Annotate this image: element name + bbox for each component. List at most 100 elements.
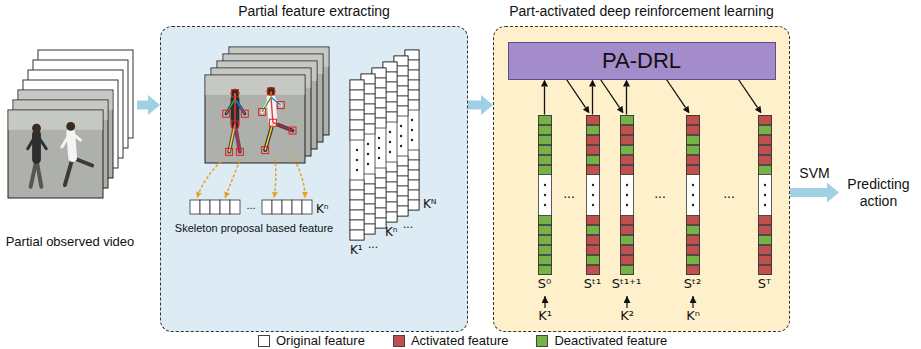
step-arrow — [544, 87, 545, 115]
state-cell — [538, 135, 551, 144]
ellipsis-dot — [763, 203, 765, 205]
skeleton-proposal — [236, 148, 243, 155]
ellipsis-dot — [411, 129, 413, 131]
vector-symbol: Kⁿ — [316, 203, 329, 216]
ellipsis-dot — [356, 169, 358, 171]
extraction-arrow — [197, 158, 225, 198]
state-column — [758, 115, 771, 274]
state-column — [620, 115, 633, 274]
ellipsis-dot — [591, 203, 593, 205]
legend-text: Deactivated feature — [554, 333, 667, 348]
frame-photo — [205, 75, 305, 163]
skeleton-proposal — [223, 110, 230, 117]
extraction-arrow — [225, 160, 240, 198]
state-cell — [586, 115, 599, 124]
state-cell — [758, 165, 771, 174]
state-cell — [686, 135, 699, 144]
state-cell — [586, 155, 599, 164]
stage-panel: Part-activated deep reinforcement learni… — [493, 26, 790, 332]
step-arrow — [567, 80, 586, 108]
ellipsis-dot — [367, 143, 369, 145]
person-arms — [28, 134, 47, 149]
state-cell — [758, 235, 771, 244]
annotation: Skeleton proposal based feature — [175, 222, 333, 234]
state-label: Sᵗ² — [684, 277, 701, 292]
state-cell — [538, 215, 551, 224]
ellipsis-dot — [367, 163, 369, 165]
skeleton-proposal — [268, 88, 275, 95]
vector-symbol: Kⁿ — [686, 309, 700, 323]
ellipsis-dot — [691, 193, 693, 195]
state-cell — [758, 255, 771, 264]
state-cell — [586, 125, 599, 134]
feature-cell — [220, 200, 230, 214]
vector-symbol: Kⁿ — [385, 226, 398, 239]
skeleton-proposal — [226, 148, 233, 155]
skeleton-proposal — [269, 119, 276, 126]
state-cell — [686, 155, 699, 164]
ellipsis-dot — [378, 147, 380, 149]
feature-cell — [350, 130, 364, 140]
step-arrow — [626, 87, 627, 115]
state-label: S⁰ — [538, 277, 551, 292]
state-cell — [620, 245, 633, 254]
state-cell — [758, 265, 771, 274]
feature-cell — [230, 200, 240, 214]
state-cells — [758, 115, 772, 275]
state-cell — [686, 215, 699, 224]
state-cell — [538, 265, 551, 274]
feature-cell — [262, 200, 272, 214]
panel-title: Part-activated deep reinforcement learni… — [509, 3, 774, 19]
state-label: Sᵗ¹⁺¹ — [612, 277, 641, 292]
state-cell — [586, 215, 599, 224]
skeleton-proposal — [232, 121, 239, 128]
feature-cell — [200, 200, 210, 214]
state-cell — [586, 245, 599, 254]
skeleton-proposal — [232, 90, 239, 97]
ellipsis-dot — [691, 183, 693, 185]
skeleton-bone — [234, 93, 235, 99]
legend-item: Activated feature — [393, 333, 509, 348]
vector-symbol: K¹ — [538, 309, 552, 323]
ellipsis-dot — [400, 145, 402, 147]
ellipsis-dot — [389, 131, 391, 133]
annotation: ... — [723, 186, 735, 201]
panel-title: Partial feature extracting — [238, 3, 390, 19]
ellipsis-dot — [378, 157, 380, 159]
state-cell — [538, 115, 551, 124]
skeleton-proposal — [277, 102, 284, 109]
state-cell — [586, 145, 599, 154]
state-column — [538, 115, 551, 274]
node-label: Predicting action — [839, 176, 918, 208]
ellipsis-dot — [543, 183, 545, 185]
feature-cell — [350, 80, 364, 90]
person-arms — [62, 132, 81, 147]
state-cell — [686, 165, 699, 174]
state-cell — [586, 225, 599, 234]
skeleton-proposal — [241, 110, 248, 117]
state-cell — [538, 235, 551, 244]
legend: Original featureActivated featureDeactiv… — [258, 333, 667, 348]
stage-panel: Partial feature extracting — [160, 26, 468, 332]
state-cell — [758, 125, 771, 134]
state-cell — [620, 165, 633, 174]
input-arrow — [692, 296, 693, 308]
ellipsis-dot — [411, 119, 413, 121]
vector-symbol: K¹ — [350, 244, 363, 257]
person-legs — [65, 158, 92, 185]
skeleton-proposal — [289, 127, 296, 134]
feature-cell — [350, 190, 364, 200]
state-cell — [758, 115, 771, 124]
state-cell — [538, 155, 551, 164]
flow-arrow — [137, 101, 148, 110]
state-cell — [686, 145, 699, 154]
ellipsis-dot — [591, 183, 593, 185]
state-cell — [586, 165, 599, 174]
edge-label: SVM — [799, 166, 829, 181]
state-cells — [620, 115, 634, 275]
state-cell — [686, 235, 699, 244]
state-cell — [620, 265, 633, 274]
state-vector: Sᵀ — [750, 115, 780, 293]
state-cell — [538, 145, 551, 154]
frame-photo — [8, 110, 103, 198]
